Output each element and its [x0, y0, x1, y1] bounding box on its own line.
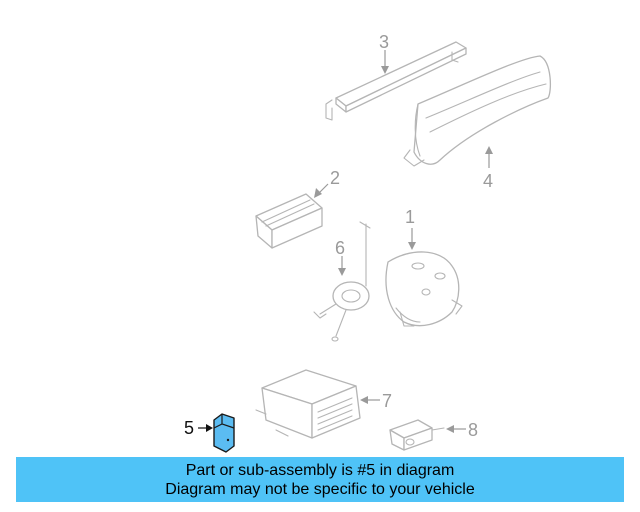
callout-2: 2: [330, 168, 340, 188]
callout-7: 7: [382, 391, 392, 411]
part-7-control-module[interactable]: [255, 369, 361, 439]
part-8-sensor[interactable]: [389, 419, 445, 451]
callout-8: 8: [468, 420, 478, 440]
part-1-driver-airbag[interactable]: [385, 251, 463, 327]
callout-4: 4: [483, 171, 493, 191]
callout-5: 5: [184, 418, 194, 438]
caption-line-1: Part or sub-assembly is #5 in diagram: [185, 462, 455, 479]
caption-line-2: Diagram may not be specific to your vehi…: [165, 481, 475, 498]
callout-1: 1: [405, 207, 415, 227]
part-3-trim-panel[interactable]: [325, 41, 467, 121]
part-2-passenger-airbag[interactable]: [255, 193, 323, 249]
caption-banner: Part or sub-assembly is #5 in diagram Di…: [16, 457, 624, 502]
part-4-instrument-panel[interactable]: [403, 55, 552, 167]
callout-6: 6: [335, 238, 345, 258]
part-5-highlighted[interactable]: [213, 413, 235, 453]
part-6-clock-spring[interactable]: [313, 221, 371, 342]
callout-3: 3: [379, 32, 389, 52]
